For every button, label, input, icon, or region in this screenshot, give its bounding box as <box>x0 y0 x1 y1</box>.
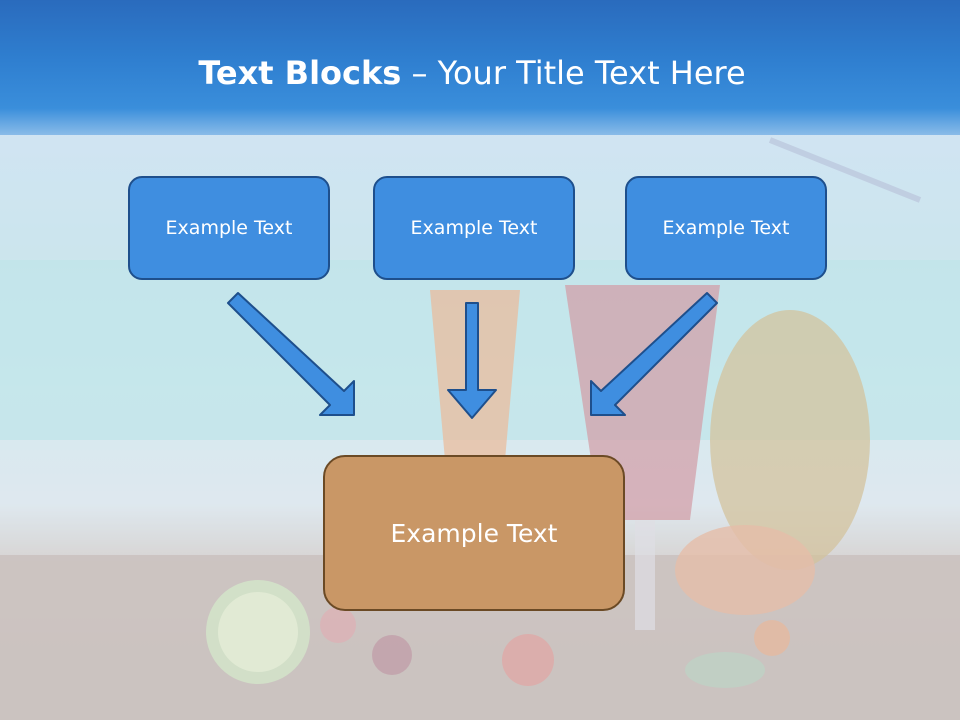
text-block-left-label: Example Text <box>165 217 293 239</box>
title-bar <box>0 0 960 135</box>
target-text-block[interactable]: Example Text <box>323 455 625 611</box>
slide-title[interactable]: Text Blocks – Your Title Text Here <box>0 54 944 92</box>
text-block-center-label: Example Text <box>410 217 538 239</box>
title-rest: Your Title Text Here <box>437 54 746 92</box>
text-block-center[interactable]: Example Text <box>373 176 575 280</box>
target-text-block-label: Example Text <box>390 518 558 548</box>
text-block-right-label: Example Text <box>662 217 790 239</box>
title-separator: – <box>401 54 438 92</box>
text-block-right[interactable]: Example Text <box>625 176 827 280</box>
title-bold-part: Text Blocks <box>198 54 402 92</box>
text-block-left[interactable]: Example Text <box>128 176 330 280</box>
